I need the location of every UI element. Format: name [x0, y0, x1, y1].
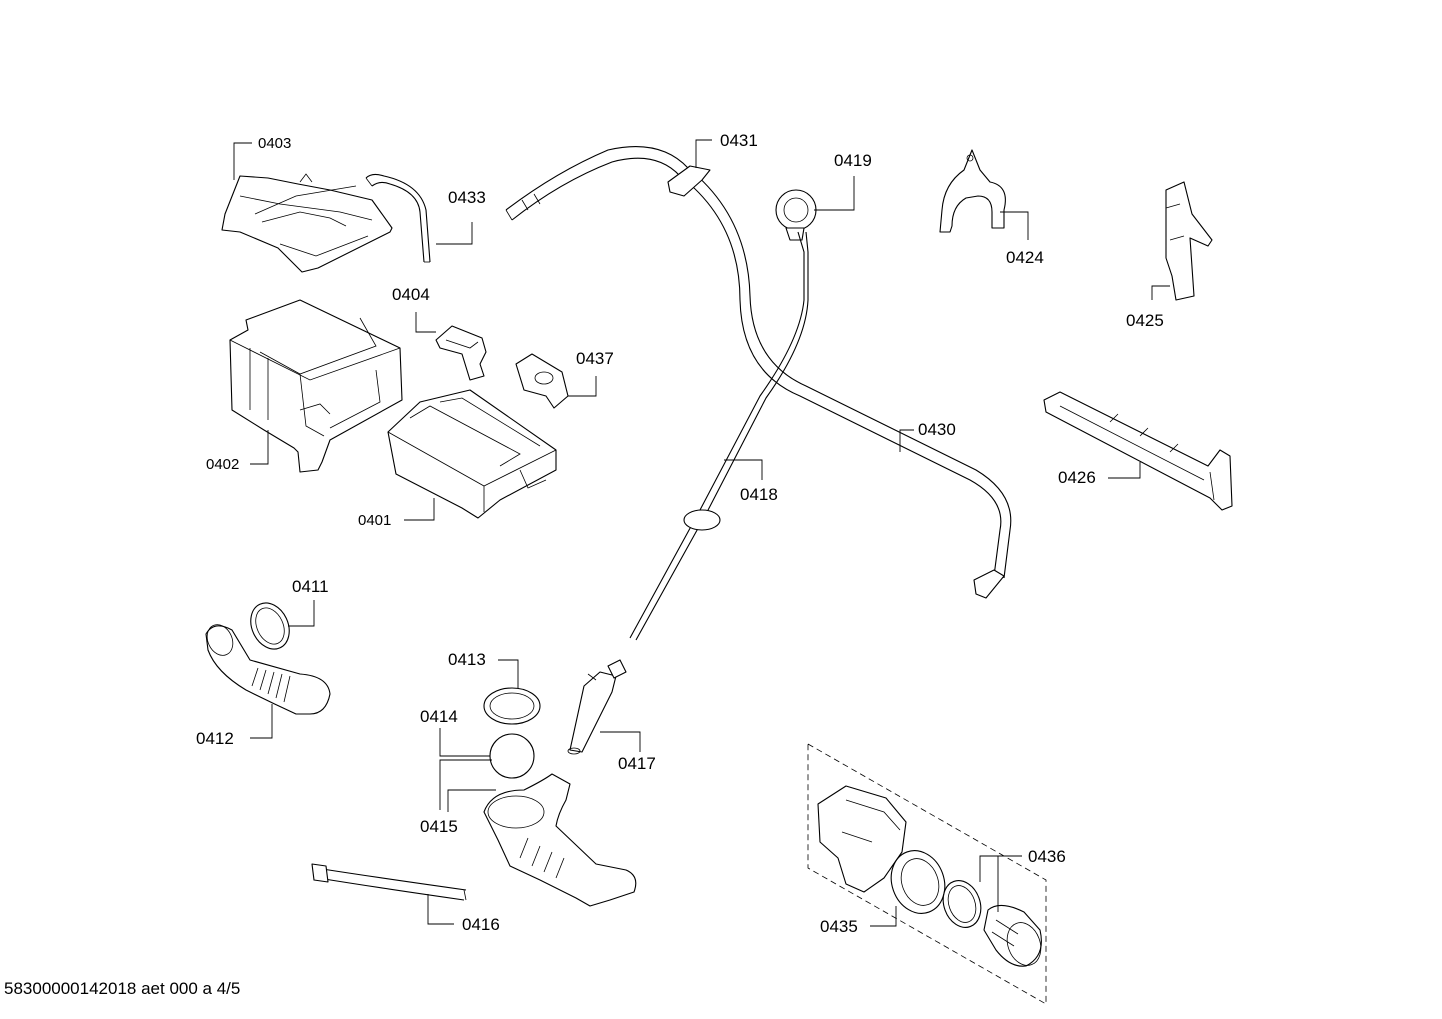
label-0413: 0413 [448, 650, 486, 669]
label-0426: 0426 [1058, 468, 1096, 487]
leader-0403 [233, 142, 252, 180]
part-0413-o-ring [483, 687, 541, 725]
part-0433-hose [365, 173, 431, 263]
leader-0433 [436, 222, 473, 245]
label-0402: 0402 [206, 456, 239, 473]
label-0412: 0412 [196, 729, 234, 748]
leader-0404 [415, 312, 436, 333]
leader-0412 [250, 704, 273, 739]
part-0425-bracket [1165, 181, 1213, 301]
leader-0430 [899, 429, 914, 452]
label-0401: 0401 [358, 512, 391, 529]
label-0418: 0418 [740, 485, 778, 504]
label-0424: 0424 [1006, 248, 1044, 267]
leader-0402 [250, 430, 269, 465]
leader-0436 [979, 855, 1022, 882]
part-0404-clip [435, 325, 487, 381]
label-0433: 0433 [448, 188, 486, 207]
label-0431: 0431 [720, 131, 758, 150]
leader-0414 [439, 728, 490, 757]
leader-0411 [288, 600, 315, 627]
label-0403: 0403 [258, 135, 291, 152]
label-0414: 0414 [420, 707, 458, 726]
leader-0426 [1108, 462, 1141, 479]
part-0403-drawer-top [221, 173, 393, 273]
label-0436: 0436 [1028, 847, 1066, 866]
leader-0417 [600, 731, 641, 752]
part-0414-ball [489, 733, 535, 779]
part-0415-sump-hose [483, 773, 637, 907]
part-0426-rail [1043, 391, 1233, 511]
label-0404: 0404 [392, 285, 430, 304]
part-0412-bellows-hose [205, 624, 331, 715]
part-0436-filter [983, 904, 1042, 967]
label-0416: 0416 [462, 915, 500, 934]
leader-0415b [447, 789, 496, 812]
part-0430-0431-hose [505, 146, 1012, 599]
leader-0435 [870, 906, 897, 927]
part-0437-cover [515, 353, 569, 409]
part-0417-sensor-tube [567, 659, 627, 755]
part-0418-tube [629, 231, 809, 641]
leader-0431 [695, 139, 712, 168]
part-0424-y-piece [939, 149, 1006, 233]
label-0415: 0415 [420, 817, 458, 836]
label-0437: 0437 [576, 349, 614, 368]
label-0411: 0411 [292, 577, 329, 596]
leader-0418 [724, 459, 763, 480]
label-0417: 0417 [618, 754, 656, 773]
part-0436-filter-seal [942, 880, 982, 928]
label-0430: 0430 [918, 420, 956, 439]
leader-0437 [568, 376, 597, 397]
leader-0401 [404, 498, 435, 521]
leader-0424 [1000, 211, 1029, 240]
label-0419: 0419 [834, 151, 872, 170]
label-0435: 0435 [820, 917, 858, 936]
part-0419-pressure-switch [775, 189, 817, 241]
leader-0419 [814, 176, 855, 211]
leader-0413 [498, 659, 519, 688]
part-0401-drawer [387, 389, 557, 519]
part-0435-drain-pump [817, 785, 946, 914]
leader-0415 [439, 759, 492, 810]
pump-assembly-frame [807, 743, 1047, 1005]
leader-0425 [1151, 285, 1170, 300]
document-code: 58300000142018 aet 000 a 4/5 [4, 979, 241, 998]
part-0411-seal-ring [250, 602, 290, 650]
leader-0416 [427, 894, 454, 925]
label-0425: 0425 [1126, 311, 1164, 330]
part-0402-drawer-housing [229, 299, 403, 473]
part-0416-hose [311, 863, 467, 901]
